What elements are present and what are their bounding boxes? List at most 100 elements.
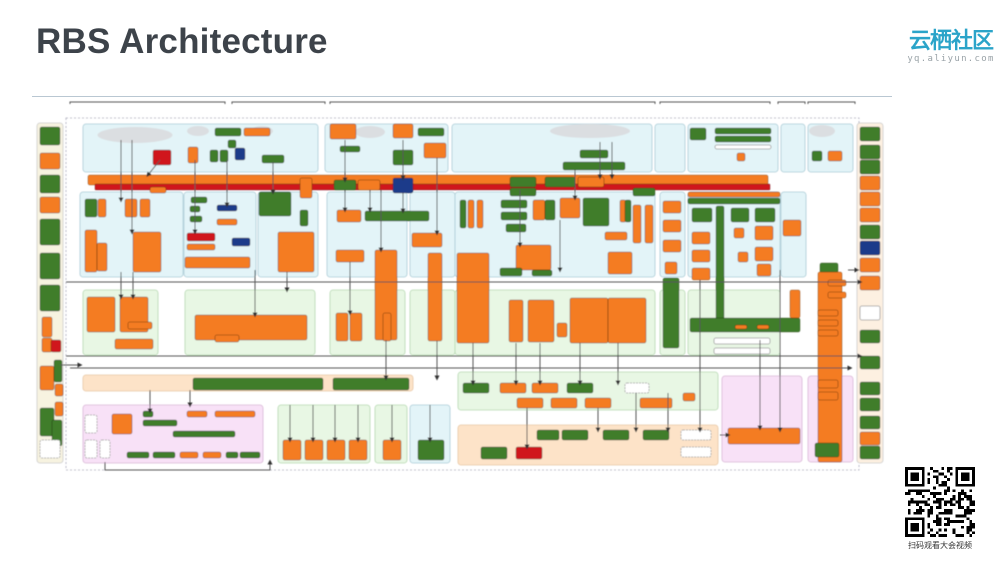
qr-module (938, 492, 942, 495)
component-box (789, 289, 801, 319)
component-box (714, 135, 772, 143)
component-box (304, 439, 324, 461)
component-box (500, 199, 528, 209)
component-box (172, 430, 236, 438)
qr-module (941, 481, 945, 484)
component-box (733, 227, 745, 239)
qr-module (944, 517, 947, 521)
component-box (730, 207, 750, 223)
qr-module (966, 531, 970, 535)
qr-module (969, 495, 973, 498)
qr-module (938, 523, 942, 526)
component-box (714, 144, 772, 150)
right-block (859, 355, 881, 370)
component-box (336, 209, 362, 223)
component-box (348, 439, 368, 461)
cloud-shape (97, 127, 173, 143)
qr-module (955, 467, 959, 487)
component-box (715, 205, 725, 327)
qr-module (921, 467, 925, 487)
qr-module (905, 467, 925, 470)
qr-module (952, 489, 956, 493)
legend-block-green (39, 284, 61, 312)
legend-block-orange (54, 401, 64, 417)
qr-module (930, 467, 933, 470)
component-box (459, 199, 467, 229)
qr-module (972, 523, 975, 526)
component-box (508, 299, 524, 343)
qr-module (955, 500, 959, 504)
qr-module (927, 525, 931, 529)
qr-module (944, 509, 947, 512)
qr-module (924, 500, 928, 504)
qr-module (919, 511, 922, 515)
qr-module (972, 500, 975, 504)
component-box (231, 237, 251, 247)
component-box (476, 199, 484, 229)
qr-module (947, 478, 950, 481)
component-box (566, 382, 594, 394)
right-block (859, 224, 881, 240)
qr-module (947, 511, 950, 515)
qr-module (958, 497, 961, 501)
bus-component (577, 176, 605, 188)
qr-module (935, 475, 939, 479)
component-box (179, 451, 199, 459)
qr-module (941, 467, 945, 470)
component-box (329, 123, 357, 140)
qr-module (938, 517, 942, 521)
bus-component (299, 177, 313, 199)
component-box (607, 251, 633, 275)
component-box (456, 252, 490, 344)
qr-module (949, 472, 953, 476)
qr-module (969, 489, 973, 493)
component-box (282, 439, 302, 461)
qr-module (955, 467, 975, 470)
qr-module (947, 469, 950, 473)
legend-block-green (39, 252, 61, 280)
component-box (114, 338, 154, 350)
qr-module (907, 509, 911, 512)
component-box (782, 219, 802, 237)
qr-module (966, 525, 970, 529)
qr-code (905, 467, 975, 537)
qr-module (913, 500, 917, 504)
qr-module (969, 497, 973, 501)
qr-module (921, 509, 925, 512)
component-box (96, 242, 108, 272)
legend-block-white (39, 439, 61, 459)
component-box (499, 382, 527, 394)
qr-module (935, 506, 939, 509)
qr-module (941, 483, 945, 487)
qr-module (972, 503, 975, 507)
qr-module (938, 506, 942, 509)
component-box (277, 231, 315, 273)
placeholder-box (84, 414, 98, 434)
qr-module (927, 478, 931, 481)
qr-module (916, 503, 919, 507)
qr-module (933, 500, 936, 504)
right-block (859, 144, 881, 160)
component-box (124, 198, 138, 218)
component-box (817, 271, 843, 463)
legend-block-orange (39, 365, 55, 391)
component-box (332, 377, 410, 391)
qr-module (919, 506, 922, 509)
qr-module (916, 500, 919, 504)
component-box (480, 446, 508, 460)
component-box (754, 246, 774, 262)
component-box (817, 319, 839, 327)
component-box (186, 243, 216, 251)
component-box (392, 123, 414, 139)
qr-module (944, 483, 947, 487)
qr-module (944, 523, 947, 526)
qr-module (955, 483, 975, 487)
placeholder-box (84, 439, 98, 459)
bus-component (544, 176, 576, 188)
component-box (515, 446, 543, 460)
qr-module (972, 525, 975, 529)
qr-module (933, 495, 936, 498)
qr-module (949, 500, 953, 504)
qr-module (927, 481, 931, 484)
qr-module (949, 520, 953, 523)
